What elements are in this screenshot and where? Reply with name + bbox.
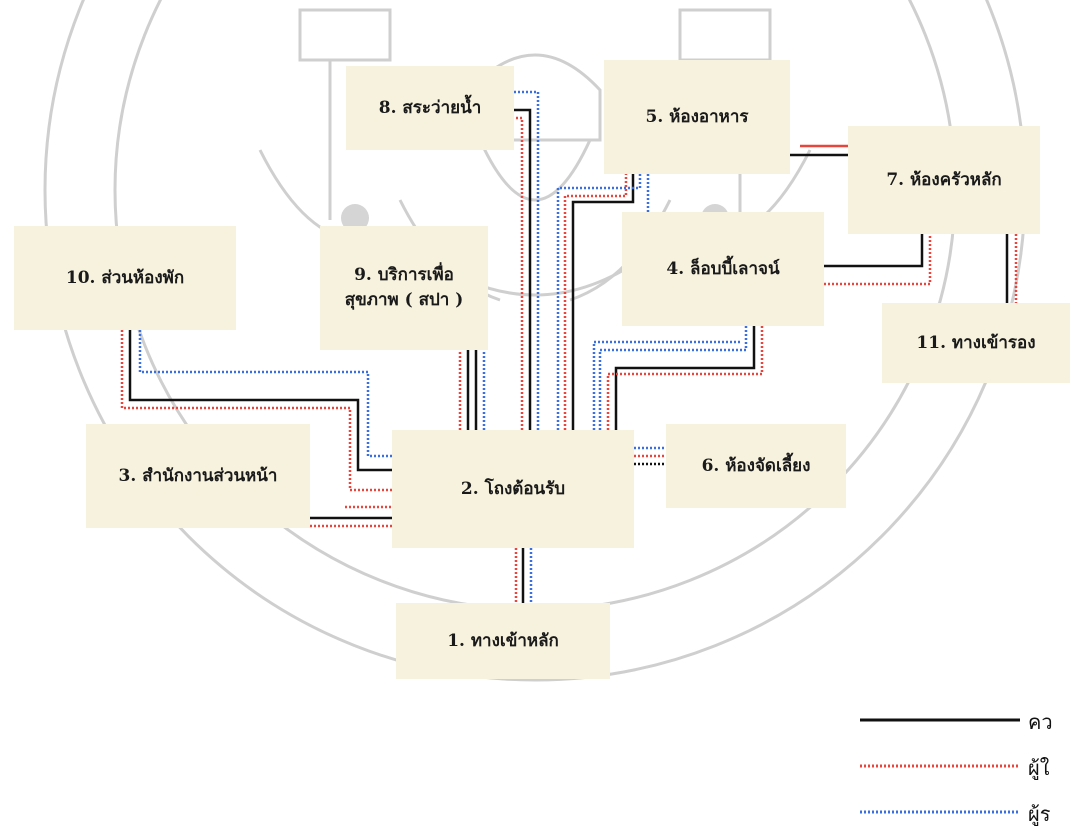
room-main-entrance-label: 1. ทางเข้าหลัก: [447, 630, 559, 651]
room-guest-rooms: 10. ส่วนห้องพัก: [14, 226, 236, 330]
line-lobby-blue: [598, 326, 748, 430]
line-dining-red: [563, 174, 628, 430]
room-banquet-label: 6. ห้องจัดเลี้ยง: [701, 455, 811, 476]
line-kitchen-red: [824, 234, 932, 286]
room-reception-hall-label: 2. โถงต้อนรับ: [460, 478, 566, 499]
line-pool-red: [514, 116, 524, 430]
room-spa-label-line1: 9. บริการเพื่อ: [354, 265, 454, 286]
room-main-entrance: 1. ทางเข้าหลัก: [396, 603, 610, 679]
room-guest-rooms-label: 10. ส่วนห้องพัก: [65, 267, 185, 288]
room-swimming-pool-label: 8. สระว่ายน้ำ: [378, 97, 482, 118]
room-spa-label-line2: สุขภาพ ( สปา ): [344, 290, 464, 310]
legend-red-label: ผู้ใ: [1028, 756, 1050, 780]
line-kitchen-solid: [824, 234, 924, 268]
legend-blue-label: ผู้ร: [1028, 802, 1051, 826]
room-service-entrance: 11. ทางเข้ารอง: [882, 303, 1070, 383]
room-lobby-lounge-label: 4. ล็อบบี้เลาจน์: [666, 258, 780, 279]
room-dining-label: 5. ห้องอาหาร: [645, 106, 749, 127]
room-reception-hall: 2. โถงต้อนรับ: [392, 430, 634, 548]
room-banquet: 6. ห้องจัดเลี้ยง: [666, 424, 846, 508]
room-main-kitchen: 7. ห้องครัวหลัก: [848, 126, 1040, 234]
room-front-office: 3. สำนักงานส่วนหน้า: [86, 424, 310, 528]
line-pool-blue: [514, 90, 540, 430]
line-lobby-blue-2: [592, 340, 742, 430]
room-front-office-label: 3. สำนักงานส่วนหน้า: [118, 465, 278, 486]
line-rooms-blue: [138, 330, 392, 458]
room-swimming-pool: 8. สระว่ายน้ำ: [346, 66, 514, 150]
line-rooms-solid: [128, 330, 392, 472]
line-rooms-red: [120, 330, 392, 492]
legend-solid-label: คว: [1028, 710, 1053, 734]
line-pool-solid: [514, 108, 532, 430]
room-dining: 5. ห้องอาหาร: [604, 60, 790, 174]
room-lobby-lounge: 4. ล็อบบี้เลาจน์: [622, 212, 824, 326]
room-service-entrance-label: 11. ทางเข้ารอง: [916, 332, 1036, 353]
room-main-kitchen-label: 7. ห้องครัวหลัก: [886, 169, 1002, 190]
room-spa: 9. บริการเพื่อ สุขภาพ ( สปา ): [320, 226, 488, 350]
line-lobby-red: [606, 326, 764, 430]
line-lobby-solid: [614, 326, 756, 430]
line-dining-blue: [556, 170, 642, 430]
